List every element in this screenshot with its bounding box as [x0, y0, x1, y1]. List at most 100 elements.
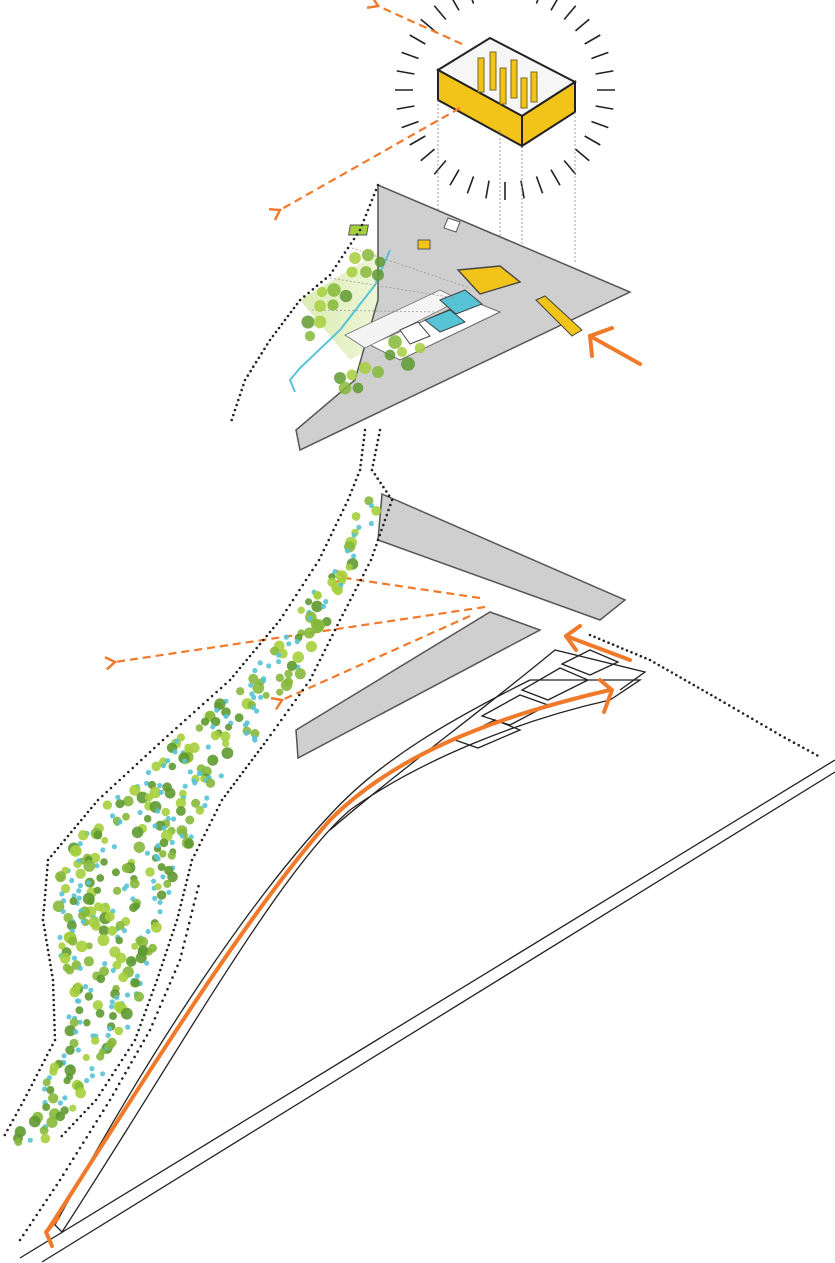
boundary-dot [265, 634, 269, 638]
boundary-dot [46, 948, 50, 952]
boundary-dot [124, 1071, 127, 1075]
boundary-dot [634, 652, 638, 656]
boundary-dot [185, 878, 189, 882]
boundary-dot [320, 553, 323, 557]
tree [93, 886, 102, 894]
tree [134, 973, 141, 979]
tree [104, 911, 115, 922]
tree [76, 998, 82, 1004]
boundary-dot [124, 1053, 127, 1057]
ray [433, 159, 447, 175]
tree [160, 763, 167, 769]
boundary-dot [751, 717, 754, 721]
boundary-dot [376, 477, 380, 480]
tree [57, 934, 63, 941]
boundary-dot [375, 443, 379, 447]
boundary-dot [215, 690, 218, 694]
boundary-dot [339, 513, 343, 517]
boundary-dot [354, 588, 357, 592]
tree [49, 1067, 58, 1076]
boundary-dot [75, 1118, 79, 1122]
boundary-dot [194, 897, 197, 900]
boundary-dot [374, 448, 378, 452]
exploded-volume-icon [436, 36, 577, 290]
tree [254, 708, 260, 714]
ray [420, 18, 436, 32]
boundary-dot [186, 927, 189, 931]
boundary-dot [45, 1053, 49, 1057]
boundary-dot [92, 1125, 95, 1128]
boundary-dot [372, 193, 376, 197]
tree [221, 747, 234, 759]
tree [346, 266, 358, 278]
boundary-dot [98, 1093, 101, 1097]
boundary-dot [334, 523, 338, 527]
boundary-dot [788, 738, 791, 742]
boundary-dot [816, 754, 819, 757]
boundary-dot [122, 774, 126, 778]
boundary-dot [644, 656, 647, 660]
boundary-dot [272, 728, 276, 732]
tree [368, 503, 375, 509]
boundary-dot [46, 863, 49, 867]
boundary-dot [83, 1110, 86, 1114]
tree [157, 863, 166, 872]
boundary-dot [3, 1133, 7, 1137]
tree [118, 972, 129, 983]
boundary-dot [175, 726, 178, 730]
boundary-dot [51, 983, 55, 987]
boundary-dot [179, 903, 183, 907]
boundary-dot [390, 498, 394, 502]
tree [52, 900, 65, 913]
tree [115, 794, 121, 800]
tree [360, 266, 372, 278]
tree [68, 936, 78, 946]
boundary-dot [367, 563, 370, 567]
tree [191, 778, 197, 784]
boundary-dot [376, 438, 380, 442]
boundary-dot [237, 398, 240, 402]
boundary-dot [308, 573, 311, 577]
boundary-dot [79, 1114, 83, 1118]
ray [420, 148, 436, 162]
tree [195, 724, 204, 732]
tree [83, 859, 96, 872]
boundary-dot [331, 269, 335, 272]
boundary-dot [806, 749, 810, 752]
ray [485, 180, 490, 199]
boundary-dot [383, 518, 387, 522]
boundary-dot [230, 418, 233, 422]
tree [76, 940, 88, 953]
boundary-dot [170, 933, 174, 937]
boundary-dot [80, 818, 83, 822]
boundary-dot [140, 758, 143, 762]
tree [100, 1071, 106, 1077]
boundary-dot [376, 538, 380, 542]
boundary-dot [250, 758, 254, 762]
boundary-dot [252, 650, 255, 654]
tree [414, 342, 426, 354]
boundary-dot [46, 858, 50, 862]
tree [258, 694, 264, 700]
boundary-dot [177, 913, 180, 917]
boundary-dot [168, 982, 172, 985]
boundary-dot [341, 613, 344, 617]
boundary-dot [611, 643, 615, 646]
tree [75, 1087, 86, 1099]
tree [171, 816, 177, 822]
tree [210, 730, 221, 741]
boundary-dot [130, 1061, 133, 1064]
boundary-dot [142, 1039, 146, 1043]
tree [131, 826, 144, 839]
boundary-dot [238, 666, 242, 670]
boundary-dot [307, 291, 310, 295]
tree [14, 1138, 23, 1146]
tree [364, 496, 374, 506]
boundary-dot [670, 671, 674, 674]
boundary-dot [683, 678, 687, 682]
boundary-dot [215, 808, 219, 812]
boundary-dot [52, 988, 55, 992]
tree [225, 723, 232, 731]
boundary-dot [247, 762, 251, 766]
tree [144, 850, 151, 856]
